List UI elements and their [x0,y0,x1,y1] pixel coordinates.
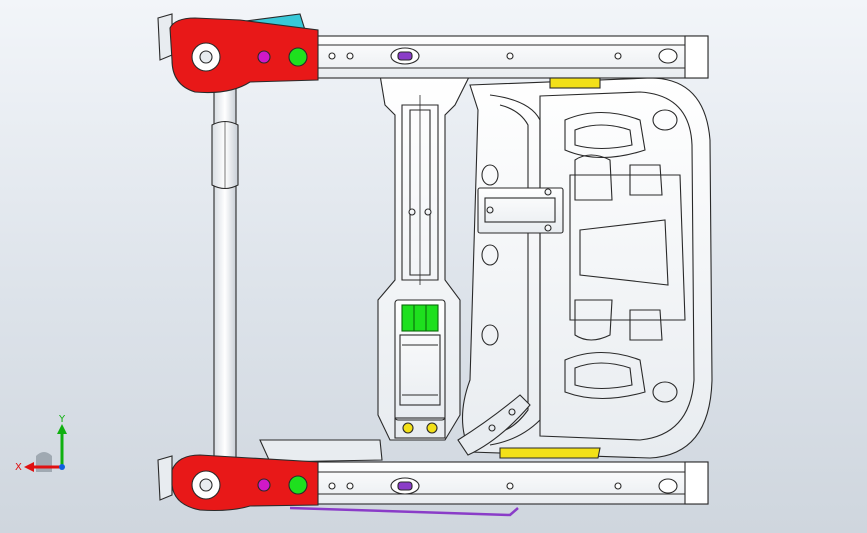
y-axis-label: Y [58,414,66,425]
mounting-bracket[interactable] [477,187,564,234]
lower-cable[interactable] [289,506,519,517]
seat-pan[interactable] [462,77,713,459]
z-axis-dot [59,464,65,470]
y-axis-arrow-icon [57,424,67,434]
lower-recliner-bracket[interactable] [157,439,383,512]
rear-crossbar[interactable] [211,69,239,466]
xyz-triad-icon: Y X [14,412,74,474]
upper-recliner-bracket[interactable] [157,13,319,94]
x-axis-label: X [15,462,22,473]
x-axis-arrow-icon [24,462,34,472]
lower-rail[interactable] [299,447,709,505]
lift-link[interactable] [457,394,531,456]
upper-rail[interactable] [299,35,709,89]
motor-housing[interactable] [394,299,446,439]
